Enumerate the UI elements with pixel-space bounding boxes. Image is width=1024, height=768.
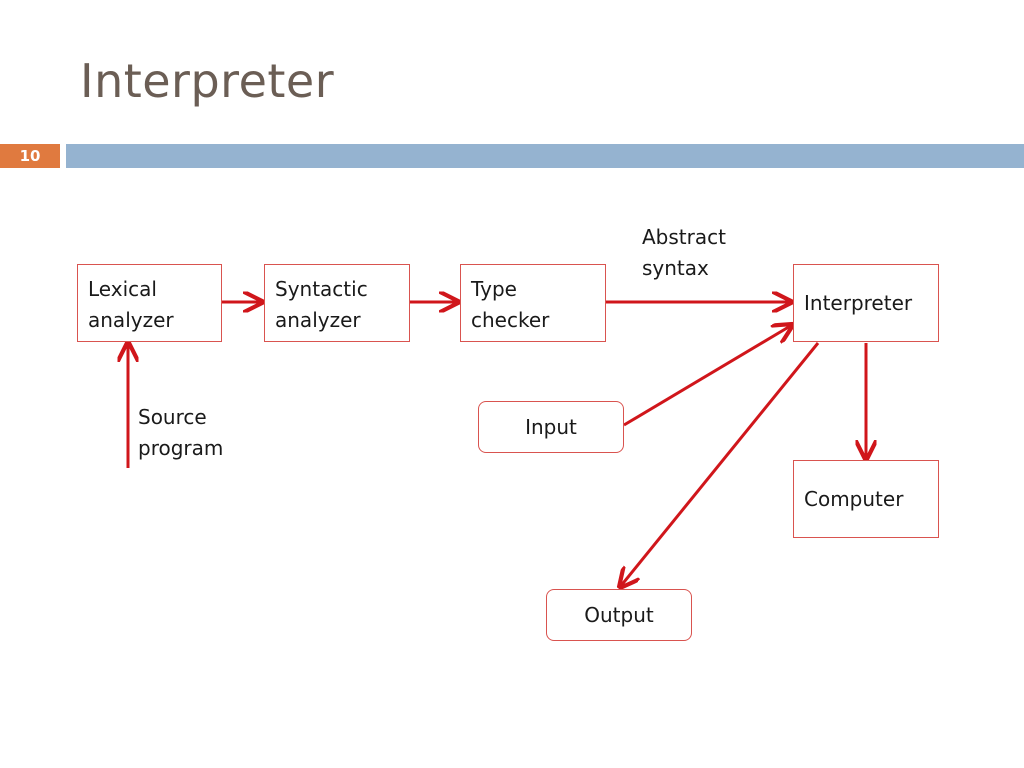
page-title: Interpreter <box>80 54 335 108</box>
abstract-syntax-line1: Abstract <box>642 225 726 249</box>
computer-box: Computer <box>793 460 939 538</box>
arrow-interpreter-to-output <box>620 342 820 587</box>
type-checker-line1: Type <box>471 277 517 301</box>
input-box: Input <box>478 401 624 453</box>
type-checker-line2: checker <box>471 308 550 332</box>
syntactic-analyzer-line2: analyzer <box>275 308 361 332</box>
output-label: Output <box>584 602 654 627</box>
syntactic-analyzer-line1: Syntactic <box>275 277 368 301</box>
interpreter-label: Interpreter <box>804 290 913 315</box>
type-checker-box: Type checker <box>460 264 606 342</box>
input-label: Input <box>525 414 577 439</box>
slide-number: 10 <box>0 144 60 168</box>
abstract-syntax-line2: syntax <box>642 256 709 280</box>
lexical-analyzer-line1: Lexical <box>88 277 157 301</box>
source-program-label: Source program <box>138 402 223 464</box>
title-divider-bar <box>66 144 1024 168</box>
arrow-input-to-interpreter <box>623 325 792 427</box>
output-box: Output <box>546 589 692 641</box>
interpreter-box: Interpreter <box>793 264 939 342</box>
source-program-line2: program <box>138 436 224 460</box>
syntactic-analyzer-box: Syntactic analyzer <box>264 264 410 342</box>
abstract-syntax-label: Abstract syntax <box>642 222 726 284</box>
lexical-analyzer-box: Lexical analyzer <box>77 264 222 342</box>
source-program-line1: Source <box>138 405 207 429</box>
lexical-analyzer-line2: analyzer <box>88 308 174 332</box>
computer-label: Computer <box>804 486 904 511</box>
